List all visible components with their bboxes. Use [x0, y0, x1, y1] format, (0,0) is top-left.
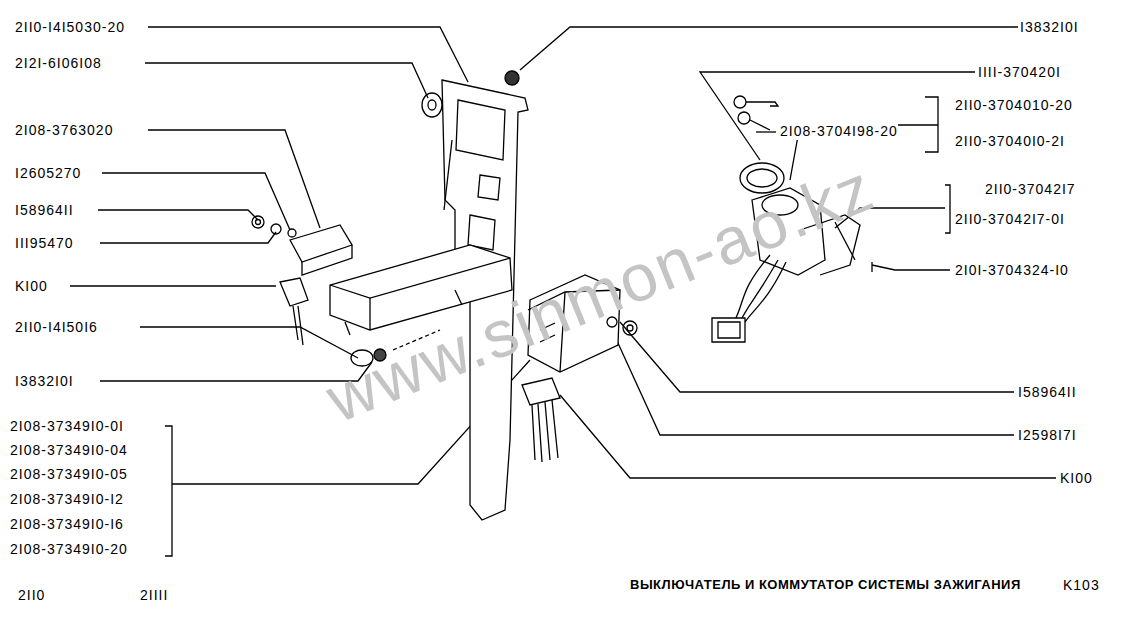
part-number: III95470 — [15, 234, 74, 252]
part-number: I3832I0I — [15, 372, 74, 390]
part-number: 2II0-37040I0-2I — [955, 132, 1065, 150]
part-number: 2II0 — [18, 586, 45, 604]
part-number: 2II0-3704010-20 — [955, 96, 1073, 114]
part-number: 2I08-37349I0-05 — [10, 465, 128, 483]
part-number: 2I08-37349I0-04 — [10, 441, 128, 459]
part-number: IIII-370420I — [978, 63, 1061, 81]
diagram-title: ВЫКЛЮЧАТЕЛЬ И КОММУТАТОР СИСТЕМЫ ЗАЖИГАН… — [630, 576, 1021, 594]
part-number: I58964II — [1018, 383, 1077, 401]
part-number: 2I08-37349I0-0I — [10, 417, 124, 435]
part-number: 2II0-37042I7 — [985, 180, 1076, 198]
part-number: 2I08-37349I0-I2 — [10, 490, 124, 508]
part-number: I2605270 — [15, 164, 81, 182]
part-number: 2II0-37042I7-0I — [955, 210, 1065, 228]
part-number: 2I08-3704I98-20 — [780, 122, 898, 140]
part-number: 2II0-I4I5030-20 — [15, 18, 125, 36]
part-number: 2I08-37349I0-20 — [10, 540, 128, 558]
part-number: 2I08-3763020 — [15, 121, 113, 139]
part-number: KI00 — [1060, 469, 1093, 487]
part-number: I2598I7I — [1018, 426, 1077, 444]
part-number: 2I2I-6I06I08 — [15, 54, 102, 72]
part-number: 2I0I-3704324-I0 — [955, 261, 1069, 279]
part-number: KI00 — [15, 277, 48, 295]
part-number: 2IIII — [140, 586, 168, 604]
part-number: 2I08-37349I0-I6 — [10, 515, 124, 533]
part-number: I3832I0I — [1020, 18, 1079, 36]
part-number: I58964II — [15, 201, 74, 219]
part-number: K103 — [1063, 576, 1100, 594]
part-number: 2II0-I4I50I6 — [15, 318, 98, 336]
